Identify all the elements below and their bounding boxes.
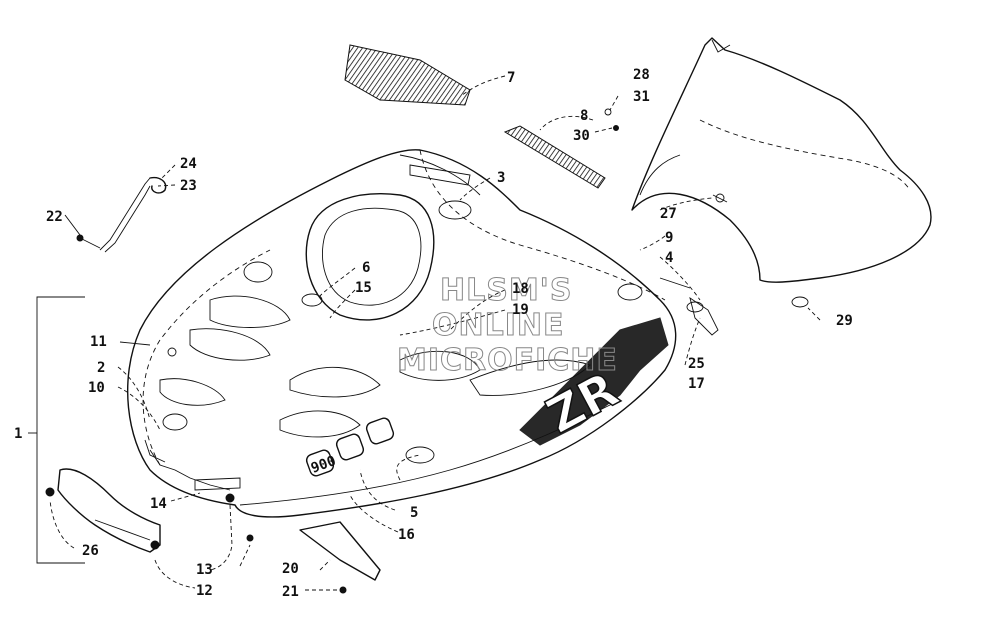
callout-19: 19 xyxy=(512,302,529,318)
callout-16: 16 xyxy=(398,527,415,543)
callout-10: 10 xyxy=(88,380,105,396)
callout-28: 28 xyxy=(633,67,650,83)
watermark-line-2: ONLINE xyxy=(432,308,565,343)
callout-18: 18 xyxy=(512,281,529,297)
callout-27: 27 xyxy=(660,206,677,222)
callout-21: 21 xyxy=(282,584,299,600)
callout-11: 11 xyxy=(90,334,107,350)
callout-2: 2 xyxy=(97,360,105,376)
leader-lines xyxy=(49,75,821,591)
callout-30: 30 xyxy=(573,128,590,144)
watermark-line-1: HLSM'S xyxy=(440,273,572,308)
callout-25: 25 xyxy=(688,356,705,372)
callout-4: 4 xyxy=(665,250,673,266)
callout-31: 31 xyxy=(633,89,650,105)
small-hardware xyxy=(604,108,809,336)
engine-decal-text: 900 xyxy=(309,453,338,477)
callout-14: 14 xyxy=(150,496,167,512)
callout-13: 13 xyxy=(196,562,213,578)
callout-23: 23 xyxy=(180,178,197,194)
top-decal xyxy=(344,44,471,106)
callout-20: 20 xyxy=(282,561,299,577)
callout-7: 7 xyxy=(507,70,515,86)
callout-5: 5 xyxy=(410,505,418,521)
watermark-line-3: MICROFICHE xyxy=(397,343,618,378)
engine-decal: 900 xyxy=(305,417,395,477)
callout-26: 26 xyxy=(82,543,99,559)
assembly-bracket xyxy=(28,296,85,564)
callout-17: 17 xyxy=(688,376,705,392)
front-bracket xyxy=(45,468,161,553)
windshield xyxy=(631,37,932,283)
callout-3: 3 xyxy=(497,170,505,186)
callout-29: 29 xyxy=(836,313,853,329)
callout-9: 9 xyxy=(665,230,673,246)
hood-body xyxy=(126,149,677,518)
watermark: HLSM'S ONLINE MICROFICHE xyxy=(397,273,618,379)
callouts: 1 2 3 4 5 6 7 8 9 10 11 12 13 14 15 16 1… xyxy=(14,67,853,600)
callout-15: 15 xyxy=(355,280,372,296)
callout-22: 22 xyxy=(46,209,63,225)
trim-strip xyxy=(503,125,606,189)
callout-24: 24 xyxy=(180,156,197,172)
mount-bracket xyxy=(225,493,381,594)
callout-8: 8 xyxy=(580,108,588,124)
callout-1: 1 xyxy=(14,426,22,442)
callout-12: 12 xyxy=(196,583,213,599)
callout-6: 6 xyxy=(362,260,370,276)
hood-spring xyxy=(76,176,167,253)
